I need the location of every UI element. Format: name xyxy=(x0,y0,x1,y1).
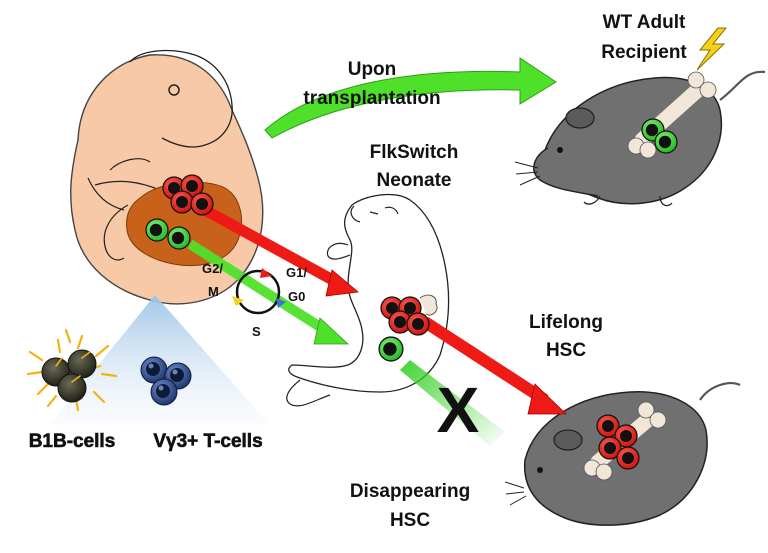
label-lifelong: Lifelong xyxy=(529,312,603,333)
label-recipient: Recipient xyxy=(601,42,687,63)
green-cell xyxy=(654,130,678,154)
mouse-eye xyxy=(557,147,563,153)
label-disappearing: Disappearing xyxy=(350,481,470,502)
mouse-legs xyxy=(583,195,673,207)
cycle-marker-blue xyxy=(276,298,286,308)
b1b-cell-cluster xyxy=(26,328,118,412)
red-arrow-to-neonate xyxy=(202,205,359,297)
lifelong-mouse xyxy=(504,382,741,526)
cycle-label-g1-bottom: G0 xyxy=(288,289,305,304)
mouse-head xyxy=(533,147,599,197)
cycle-label-s: S xyxy=(252,324,261,339)
label-flkswitch: FlkSwitch xyxy=(370,142,459,163)
embryo xyxy=(70,49,264,305)
mouse-ear xyxy=(565,107,595,129)
red-cell xyxy=(616,446,640,470)
lightning-bolt-icon xyxy=(696,27,728,71)
cycle-label-g1-top: G1/ xyxy=(286,265,307,280)
mouse-whiskers xyxy=(504,481,527,506)
neonate-body xyxy=(288,193,450,393)
label-wt-adult: WT Adult xyxy=(603,12,686,33)
label-b1b-cells: B1B-cells xyxy=(29,431,116,452)
green-curved-arrow xyxy=(264,57,557,139)
cycle-label-g2-top: G2/ xyxy=(202,261,223,276)
cycle-marker-yellow xyxy=(232,296,244,306)
mouse-whiskers xyxy=(514,161,541,186)
cycle-label-g2-bottom: M xyxy=(208,284,219,299)
label-transplantation: transplantation xyxy=(303,88,440,109)
label-upon: Upon xyxy=(348,59,397,80)
cross-mark: X xyxy=(437,374,480,446)
label-disappearing-hsc: HSC xyxy=(390,510,430,531)
embryo-head xyxy=(129,49,233,148)
neonate-green-cell xyxy=(378,336,404,362)
neonate-bone xyxy=(419,294,438,316)
cell-cycle-diagram: G2/ M G1/ G0 S xyxy=(202,261,307,339)
mouse-tail xyxy=(719,70,766,101)
wt-adult-mouse xyxy=(514,27,766,207)
embryo-eye xyxy=(168,84,180,96)
red-arrow-to-adult xyxy=(421,316,567,415)
mouse-eye xyxy=(537,467,543,473)
mouse-tail xyxy=(699,382,741,401)
cell-cycle-circle xyxy=(235,269,281,315)
disappearing-arrow xyxy=(400,360,505,446)
embryo-limb-outline xyxy=(87,158,161,261)
green-arrow-to-neonate xyxy=(187,239,350,345)
cycle-marker-red xyxy=(260,268,272,278)
mouse-ear xyxy=(553,429,583,451)
neonate-face xyxy=(350,205,399,223)
label-neonate: Neonate xyxy=(377,170,452,191)
label-vg3-tcells: Vγ3+ T-cells xyxy=(153,431,262,452)
label-lifelong-hsc: HSC xyxy=(546,340,586,361)
neonate-limbs xyxy=(286,242,351,407)
